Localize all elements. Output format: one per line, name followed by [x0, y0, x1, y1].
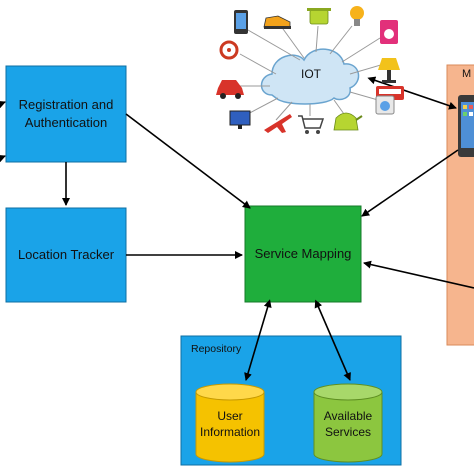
- phone-icon: [234, 10, 248, 34]
- washing-machine-icon: [380, 20, 398, 44]
- arrow-iot-to-phone: [367, 76, 457, 110]
- iot-connection-lines: [236, 21, 385, 121]
- shopping-cart-icon: [298, 115, 325, 134]
- registration-box: [5, 65, 127, 163]
- mobile-label: M: [462, 68, 472, 80]
- service-mapping-box: [244, 205, 362, 303]
- arrow-mobile-to-service: [361, 149, 459, 217]
- arrow-registration-to-service: [125, 113, 251, 209]
- cooking-pot-icon: [307, 8, 331, 25]
- kettle-icon: [333, 112, 363, 131]
- arrow-left-into-registration-top: [0, 100, 6, 109]
- location-tracker-label: Location Tracker: [17, 247, 115, 263]
- light-bulb-icon: [350, 6, 364, 26]
- service-mapping-label: Service Mapping: [254, 246, 352, 262]
- registration-label: Registration and Authentication: [18, 97, 114, 130]
- smartphone-icon: [458, 95, 474, 157]
- iot-cloud: [260, 48, 360, 105]
- arrow-mobile-lower-to-service: [363, 260, 474, 289]
- iot-label: IOT: [301, 66, 321, 81]
- user-information-cylinder: [195, 383, 265, 463]
- lamp-icon: [378, 58, 400, 83]
- available-services-cylinder: [313, 383, 383, 463]
- arrow-service-to-services: [314, 299, 351, 381]
- tv-icon: [229, 110, 251, 129]
- location-tracker-box: [5, 207, 127, 303]
- bathtub-icon: [375, 95, 395, 115]
- car-icon: [216, 80, 244, 99]
- available-services-label: Available Services: [323, 408, 373, 439]
- repository-label: Repository: [191, 343, 242, 355]
- user-information-label: User Information: [199, 408, 261, 439]
- arrow-service-to-user-info: [244, 299, 272, 381]
- sneaker-icon: [263, 15, 291, 29]
- airplane-icon: [264, 114, 292, 133]
- arrow-left-into-registration-bottom: [0, 154, 6, 163]
- steering-wheel-icon: [219, 40, 239, 60]
